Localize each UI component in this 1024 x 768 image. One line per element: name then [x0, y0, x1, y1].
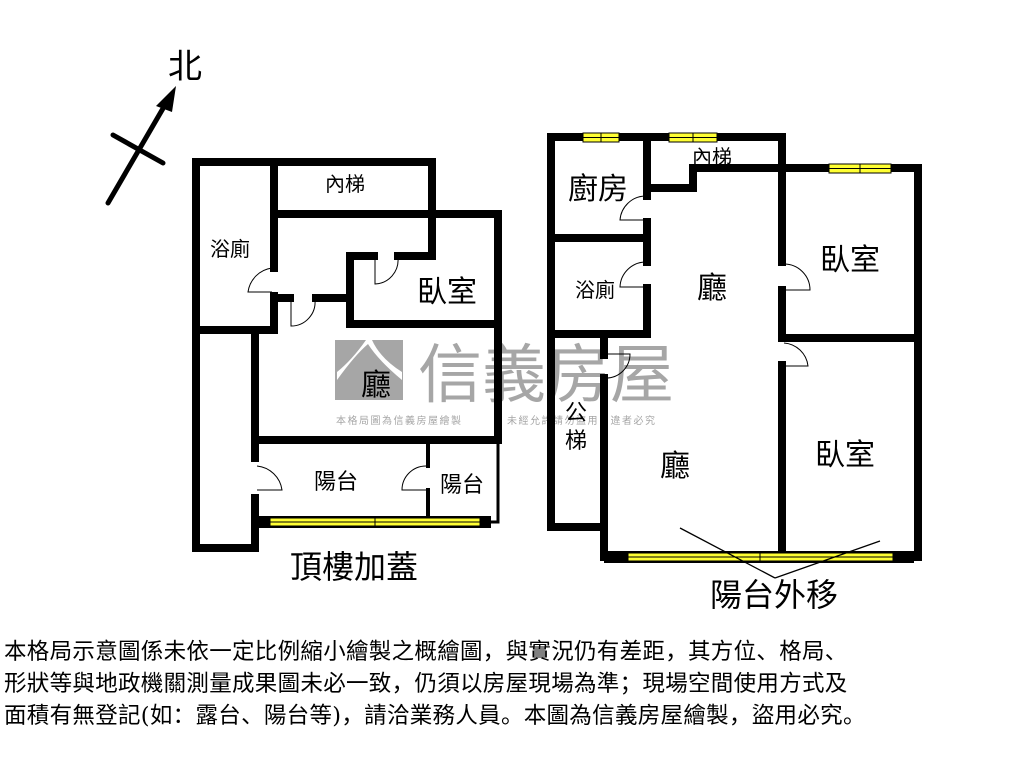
door-bathroom: [619, 261, 646, 288]
disclaimer-line-1: 本格局示意圖係未依一定比例縮小繪製之概繪圖，與實況仍有差距，其方位、格局、: [4, 639, 848, 665]
room-label-bedroom-upper: 臥室: [820, 243, 880, 278]
room-label-balcony-1: 陽台: [314, 470, 358, 495]
balcony-moved-pointer: [679, 527, 881, 579]
caption-rooftop: 頂樓加蓋: [290, 548, 418, 586]
doors-rooftop: [247, 257, 427, 491]
window-rooftop-balcony: [259, 516, 491, 528]
plan-rooftop: [192, 158, 502, 552]
north-label: 北: [168, 47, 202, 87]
brand-logo-icon: [335, 340, 403, 400]
room-label-stairs: 內梯: [325, 172, 365, 196]
disclaimer-line-2: 形狀等與地政機關測量成果圖未必一致，仍須以房屋現場為準；現場空間使用方式及: [4, 671, 848, 697]
compass: 北: [105, 47, 202, 206]
windows-main-floor: [582, 132, 914, 563]
window-stairs: [668, 132, 718, 143]
plan-main-floor: [547, 133, 922, 561]
room-label-living-lower: 廳: [660, 449, 690, 484]
floor-plan: 北 信義房屋 本格局圖為信義房屋繪製 未經允許請勿盜用，違者必究: [105, 47, 922, 614]
watermark: 信義房屋 本格局圖為信義房屋繪製 未經允許請勿盜用，違者必究: [335, 339, 674, 427]
room-label-balcony-2: 陽台: [440, 473, 484, 498]
window-balcony-front: [604, 551, 914, 563]
room-label-bedroom: 臥室: [417, 275, 477, 310]
window-bedroom: [828, 163, 892, 174]
room-label-stairs: 內梯: [692, 145, 732, 169]
disclaimer: 本格局示意圖係未依一定比例縮小繪製之概繪圖，與實況仍有差距，其方位、格局、 形狀…: [4, 636, 1024, 732]
door-kitchen: [619, 195, 646, 221]
room-label-living: 廳: [361, 368, 391, 403]
watermark-notice-left: 本格局圖為信義房屋繪製: [336, 414, 463, 427]
disclaimer-line-3: 面積有無登記(如：露台、陽台等)，請洽業務人員。本圖為信義房屋繪製，盜用必究。: [4, 703, 866, 729]
watermark-brand: 信義房屋: [418, 339, 674, 413]
room-label-bathroom: 浴廁: [210, 237, 250, 261]
door-bedroom: [374, 257, 399, 285]
door-hall: [290, 299, 316, 327]
door-bedroom-lower: [783, 342, 809, 367]
door-bathroom: [247, 267, 273, 293]
north-arrow-icon: [105, 86, 176, 206]
room-label-public-stairs-2: 梯: [565, 429, 587, 454]
door-bedroom-upper: [783, 263, 811, 291]
room-label-public-stairs-1: 公: [565, 401, 587, 426]
room-label-living-upper: 廳: [697, 271, 727, 306]
door-balcony-right: [401, 465, 427, 491]
caption-balcony-moved: 陽台外移: [710, 576, 838, 614]
window-kitchen: [582, 132, 620, 143]
room-label-bedroom-lower: 臥室: [815, 438, 875, 473]
doors-main-floor: [605, 195, 811, 379]
room-label-bathroom: 浴廁: [575, 278, 615, 302]
door-public-stairs: [605, 353, 631, 379]
room-label-kitchen: 廚房: [568, 172, 628, 207]
watermark-notice-right: 未經允許請勿盜用，違者必究: [507, 414, 657, 427]
door-balcony-left: [256, 465, 283, 491]
